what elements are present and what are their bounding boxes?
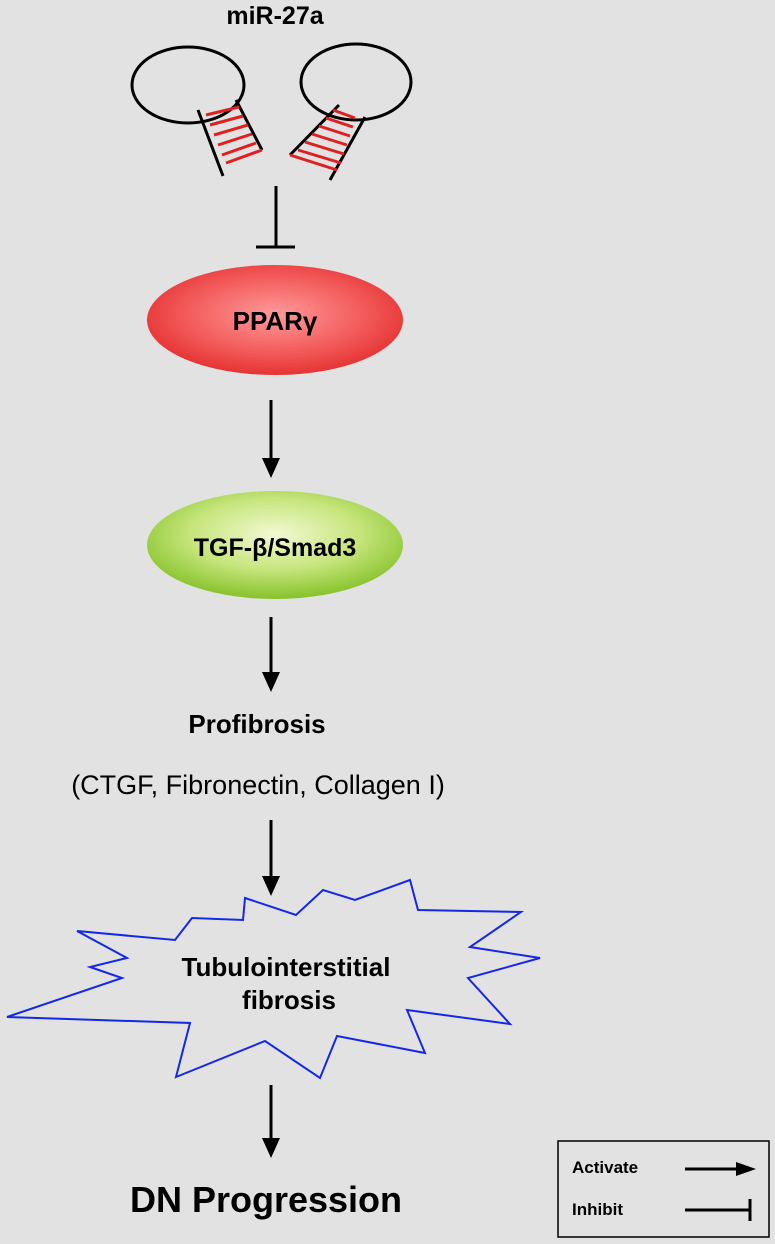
mirna-hairpin-left — [130, 45, 264, 177]
activate-edge-profibrosis-fibrosis — [262, 820, 280, 896]
profibrosis-label: Profibrosis — [188, 709, 325, 739]
fibrosis-label-line1: Tubulointerstitial — [182, 952, 391, 982]
activate-edge-ppar-tgf — [262, 400, 280, 478]
fibrosis-label-line2: fibrosis — [242, 985, 336, 1015]
activate-edge-fibrosis-dn — [262, 1085, 280, 1158]
legend-box — [557, 1140, 770, 1238]
tgf-label: TGF-β/Smad3 — [194, 534, 357, 562]
inhibit-edge-mirna-ppar — [256, 186, 295, 249]
legend-inhibit-bar — [685, 1199, 752, 1221]
mirna-hairpin-right — [288, 42, 413, 181]
legend-activate-arrow — [685, 1162, 756, 1176]
legend-inhibit-label: Inhibit — [572, 1200, 623, 1219]
ppar-node — [147, 265, 403, 375]
legend-activate-label: Activate — [572, 1158, 638, 1177]
activate-edge-tgf-profibrosis — [262, 617, 280, 692]
mirna-label: miR-27a — [226, 2, 324, 30]
fibrosis-starburst — [6, 878, 541, 1080]
outcome-label: DN Progression — [130, 1179, 402, 1220]
ppar-label: PPARγ — [233, 306, 318, 336]
tgf-node — [147, 491, 403, 599]
profibrosis-markers: (CTGF, Fibronectin, Collagen I) — [71, 770, 445, 800]
legend: Activate Inhibit — [557, 1140, 770, 1238]
